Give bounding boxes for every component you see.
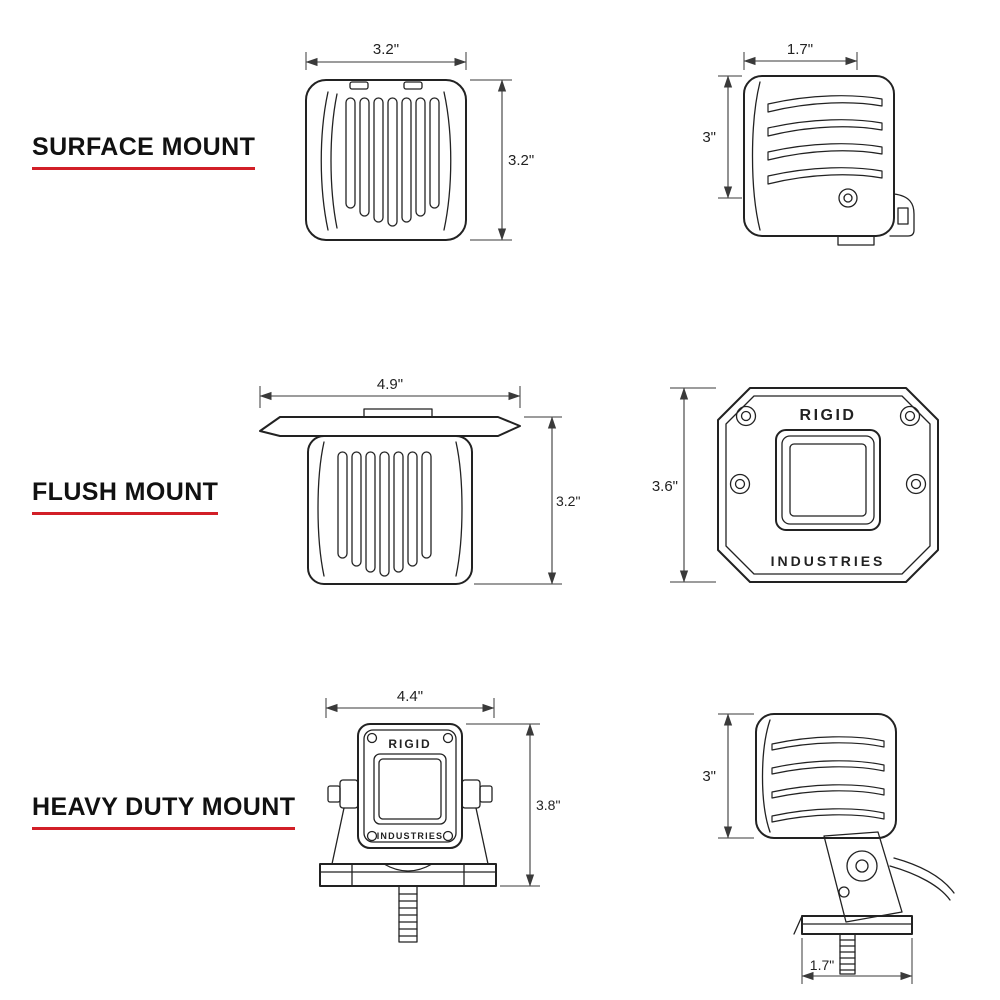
breather-port xyxy=(838,188,858,208)
dimension-side: 3" xyxy=(702,713,754,839)
mount-foot xyxy=(889,193,915,237)
dimension-top: 4.9" xyxy=(259,376,521,408)
wire xyxy=(893,857,955,894)
mount-tab xyxy=(349,81,369,90)
side-blade xyxy=(317,441,325,577)
side-blade xyxy=(443,91,452,231)
wire xyxy=(889,865,951,901)
cooling-fins xyxy=(771,736,885,823)
side-blade xyxy=(455,441,463,577)
dim-label-height: 3.8" xyxy=(536,797,560,813)
dim-label-width: 4.9" xyxy=(377,376,403,393)
side-blade xyxy=(320,91,329,231)
bracket-ear xyxy=(339,779,359,809)
dim-label-height: 3" xyxy=(702,129,716,146)
flush-flange xyxy=(259,416,521,437)
light-body: RIGID INDUSTRIES xyxy=(357,723,463,849)
pivot-bolt xyxy=(846,850,878,882)
dim-label-height: 3" xyxy=(702,768,716,785)
flush-flange-plate xyxy=(717,387,939,583)
label-surface-mount: SURFACE MOUNT xyxy=(32,133,256,170)
dimension-side: 3.8" xyxy=(466,723,560,887)
cooling-fins xyxy=(767,95,883,185)
base-notch xyxy=(383,863,433,872)
screw xyxy=(442,830,454,842)
lens-inner xyxy=(378,758,442,820)
dimension-side: 3.2" xyxy=(470,79,534,241)
dimension-bottom: 1.7" xyxy=(801,938,913,984)
brand-text-bottom: INDUSTRIES xyxy=(377,831,444,841)
heavy-duty-front-drawing: 4.4" 3.8" RIGID INDUSTRIES xyxy=(319,688,560,943)
light-housing xyxy=(259,408,521,585)
base-tab xyxy=(837,235,875,246)
dimension-side: 3" xyxy=(702,75,742,199)
bracket-foot xyxy=(801,915,913,935)
mount-tab xyxy=(403,81,423,90)
dimension-side: 3.2" xyxy=(474,416,580,585)
mounting-bracket xyxy=(793,831,955,975)
dimension-top: 4.4" xyxy=(325,688,495,718)
bracket-ear xyxy=(461,779,481,809)
cooling-fins xyxy=(337,451,432,577)
brand-text-top: RIGID xyxy=(388,737,431,751)
dim-label-height: 3.6" xyxy=(652,478,678,495)
bracket-base xyxy=(319,863,497,887)
light-housing xyxy=(755,713,897,839)
housing-top xyxy=(363,408,433,418)
breather-port-inner xyxy=(843,193,853,203)
brand-text-bottom: INDUSTRIES xyxy=(771,553,886,569)
dim-label-width: 4.4" xyxy=(397,688,423,705)
screw-holes xyxy=(729,405,927,495)
stud-threads xyxy=(398,893,418,937)
lens xyxy=(775,429,881,531)
mounting-stud xyxy=(839,933,856,975)
screw xyxy=(366,830,378,842)
side-bolt xyxy=(327,785,341,803)
lens-edge xyxy=(751,81,761,231)
brand-text-top: RIGID xyxy=(800,407,857,424)
screw xyxy=(442,732,454,744)
mounting-bracket xyxy=(319,779,497,943)
screw xyxy=(366,732,378,744)
light-housing xyxy=(305,79,467,241)
light-housing xyxy=(743,75,915,246)
heavy-duty-side-drawing: 3" 1.7" xyxy=(702,713,955,984)
dimension-top: 3.2" xyxy=(305,41,467,70)
dimension-side: 3.6" xyxy=(652,387,716,583)
bracket-arm xyxy=(823,831,903,923)
surface-mount-side-drawing: 1.7" 3" xyxy=(702,41,915,246)
pivot-bolt-inner xyxy=(855,859,869,873)
flush-mount-front-drawing: 3.6" RIGID INDUSTRIES xyxy=(652,387,939,583)
dimension-top: 1.7" xyxy=(743,41,858,70)
dim-label-height: 3.2" xyxy=(556,493,580,509)
side-blade xyxy=(330,93,338,229)
dim-label-foot: 1.7" xyxy=(810,957,834,973)
mount-slot xyxy=(897,207,909,225)
lens-edge xyxy=(761,719,771,833)
stud-threads xyxy=(839,939,856,971)
label-flush-mount: FLUSH MOUNT xyxy=(32,478,219,515)
side-bolt xyxy=(479,785,493,803)
lens xyxy=(373,753,447,825)
dim-label-width: 3.2" xyxy=(373,41,399,58)
cooling-fins xyxy=(345,97,440,227)
dim-label-height: 3.2" xyxy=(508,152,534,169)
label-heavy-duty-mount: HEAVY DUTY MOUNT xyxy=(32,793,296,830)
adjust-bolt xyxy=(838,886,850,898)
surface-mount-front-drawing: 3.2" 3.2" xyxy=(305,41,534,241)
mounting-stud xyxy=(398,885,418,943)
dim-label-depth: 1.7" xyxy=(787,41,813,58)
flush-mount-side-drawing: 4.9" 3.2" xyxy=(259,376,580,585)
